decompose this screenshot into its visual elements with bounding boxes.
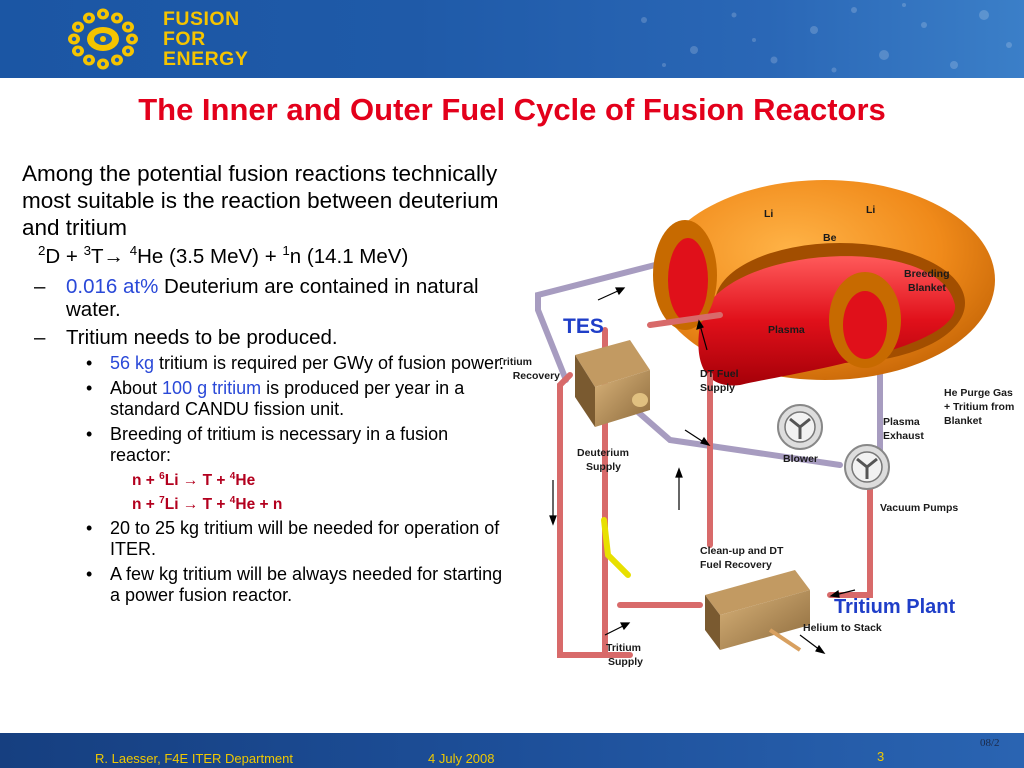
star-pattern-decoration	[641, 3, 1012, 73]
r1-a: n +	[132, 472, 160, 489]
r2-e: He + n	[235, 496, 283, 513]
footer-bar: R. Laesser, F4E ITER Department 4 July 2…	[0, 733, 1024, 768]
tokamak-torus	[653, 180, 995, 386]
label-tritium-plant: Tritium Plant	[834, 596, 955, 618]
bullet-3-text: Breeding of tritium is necessary in a fu…	[110, 424, 449, 465]
footer-date: 4 July 2008	[428, 751, 495, 766]
label-li-2: Li	[866, 204, 875, 216]
flow-arrows	[549, 287, 856, 654]
vacuum-pump-icon	[844, 444, 890, 490]
fusion-for-energy-logo-icon	[68, 8, 138, 70]
bullet-2-post: is produced per year in a standard CANDU…	[110, 378, 465, 419]
bullet-item-breeding: • Breeding of tritium is necessary in a f…	[22, 424, 512, 466]
label-breeding-1: Breeding	[904, 268, 950, 280]
label-dt-fuel-2: Supply	[700, 382, 735, 394]
eq-d-mass: 2	[38, 243, 46, 259]
r1-d: 4	[229, 470, 236, 482]
r1-c: Li → T +	[164, 472, 230, 489]
eq-n: n (14.1 MeV)	[289, 245, 409, 268]
label-plasma-exhaust-1: Plasma	[883, 416, 920, 428]
bullet-2-highlight: 100 g tritium	[162, 378, 262, 398]
footer-code: 08/2	[980, 737, 1000, 749]
label-be: Be	[823, 232, 837, 244]
label-tritium-supply-2: Supply	[608, 656, 643, 668]
logo-wordmark: FUSION FOR ENERGY	[163, 9, 248, 69]
eq-t: T→	[90, 245, 130, 268]
logo-line-3: ENERGY	[163, 48, 249, 70]
r2-b: 7	[159, 494, 165, 506]
label-vacuum-pumps: Vacuum Pumps	[880, 502, 958, 514]
bullet-item-candu: • About 100 g tritium is produced per yea…	[22, 378, 512, 420]
label-plasma: Plasma	[768, 324, 805, 336]
label-tes: TES	[563, 315, 604, 338]
label-dt-fuel-1: DT Fuel	[700, 368, 739, 380]
bullet-1-text: tritium is required per GWy of fusion po…	[154, 353, 505, 373]
dash-marker: –	[34, 326, 46, 349]
dash-marker: –	[34, 275, 46, 298]
label-li-1: Li	[764, 208, 773, 220]
bullet-marker: •	[86, 564, 93, 584]
r1-e: He	[235, 472, 256, 489]
eq-n-mass: 1	[282, 243, 290, 259]
label-cleanup-1: Clean-up and DT	[700, 545, 784, 557]
r2-c: Li → T +	[164, 496, 230, 513]
r2-a: n +	[132, 496, 160, 513]
bullet-item-startup: • A few kg tritium will be always needed …	[22, 564, 512, 606]
label-deuterium-1: Deuterium	[577, 447, 629, 459]
label-cleanup-2: Fuel Recovery	[700, 559, 772, 571]
bullet-1-highlight: 56 kg	[110, 353, 155, 373]
tes-box	[575, 340, 650, 427]
label-blower: Blower	[783, 453, 818, 465]
tritium-text: Tritium needs to be produced.	[66, 326, 338, 349]
label-he-purge-3: Blanket	[944, 415, 982, 427]
eq-he: He (3.5 MeV) +	[137, 245, 283, 268]
breeding-reaction-li6: n + 6Li → T + 4He	[132, 471, 512, 490]
deuterium-highlight: 0.016 at%	[66, 275, 159, 298]
bullet-item-56kg: • 56 kg tritium is required per GWy of fu…	[22, 353, 512, 374]
footer-author: R. Laesser, F4E ITER Department	[95, 751, 293, 766]
eq-t-mass: 3	[83, 243, 91, 259]
label-deuterium-2: Supply	[586, 461, 621, 473]
label-helium-stack: Helium to Stack	[803, 622, 882, 634]
r1-b: 6	[159, 470, 165, 482]
r2-d: 4	[229, 494, 236, 506]
eq-he-mass: 4	[129, 243, 138, 259]
deuterium-text: Deuterium are contained in natural water…	[66, 275, 479, 321]
logo-line-1: FUSION	[163, 8, 240, 30]
label-tritium-recovery-2: Recovery	[513, 370, 560, 382]
blower-icon	[777, 404, 823, 450]
label-plasma-exhaust-2: Exhaust	[883, 430, 924, 442]
bullet-marker: •	[86, 518, 93, 538]
page-title: The Inner and Outer Fuel Cycle of Fusion…	[138, 92, 886, 127]
dash-item-tritium: –Tritium needs to be produced.	[22, 326, 512, 349]
dash-item-deuterium: –0.016 at% Deuterium are contained in na…	[22, 275, 512, 321]
logo-line-2: FOR	[163, 28, 206, 50]
deuterium-supply-line	[601, 517, 631, 578]
bullet-item-iter: • 20 to 25 kg tritium will be needed for …	[22, 518, 512, 560]
breeding-reaction-li7: n + 7Li → T + 4He + n	[132, 495, 512, 514]
footer-page-number: 3	[877, 749, 885, 764]
fuel-cycle-diagram: Li Li Be Breeding Blanket Plasma TES Tri…	[500, 180, 1014, 668]
cleanup-box	[705, 570, 810, 652]
body-text: Among the potential fusion reactions tec…	[22, 160, 512, 606]
bullet-2-pre: About	[110, 378, 163, 398]
label-tritium-recovery-1: Tritium	[500, 356, 532, 368]
fusion-equation: 2D + 3T→ 4He (3.5 MeV) + 1n (14.1 MeV)	[38, 244, 512, 270]
bullet-marker: •	[86, 353, 93, 373]
label-breeding-2: Blanket	[908, 282, 946, 294]
label-he-purge-2: + Tritium from	[944, 401, 1014, 413]
bullet-4-text: 20 to 25 kg tritium will be needed for o…	[110, 518, 500, 559]
label-tritium-supply-1: Tritium	[606, 642, 641, 654]
label-he-purge-1: He Purge Gas	[944, 387, 1013, 399]
bullet-marker: •	[86, 424, 93, 444]
eq-d: D +	[45, 245, 84, 268]
bullet-marker: •	[86, 378, 93, 398]
intro-paragraph: Among the potential fusion reactions tec…	[22, 161, 499, 240]
bullet-5-text: A few kg tritium will be always needed f…	[110, 564, 503, 605]
header-banner: FUSION FOR ENERGY	[0, 0, 1024, 78]
